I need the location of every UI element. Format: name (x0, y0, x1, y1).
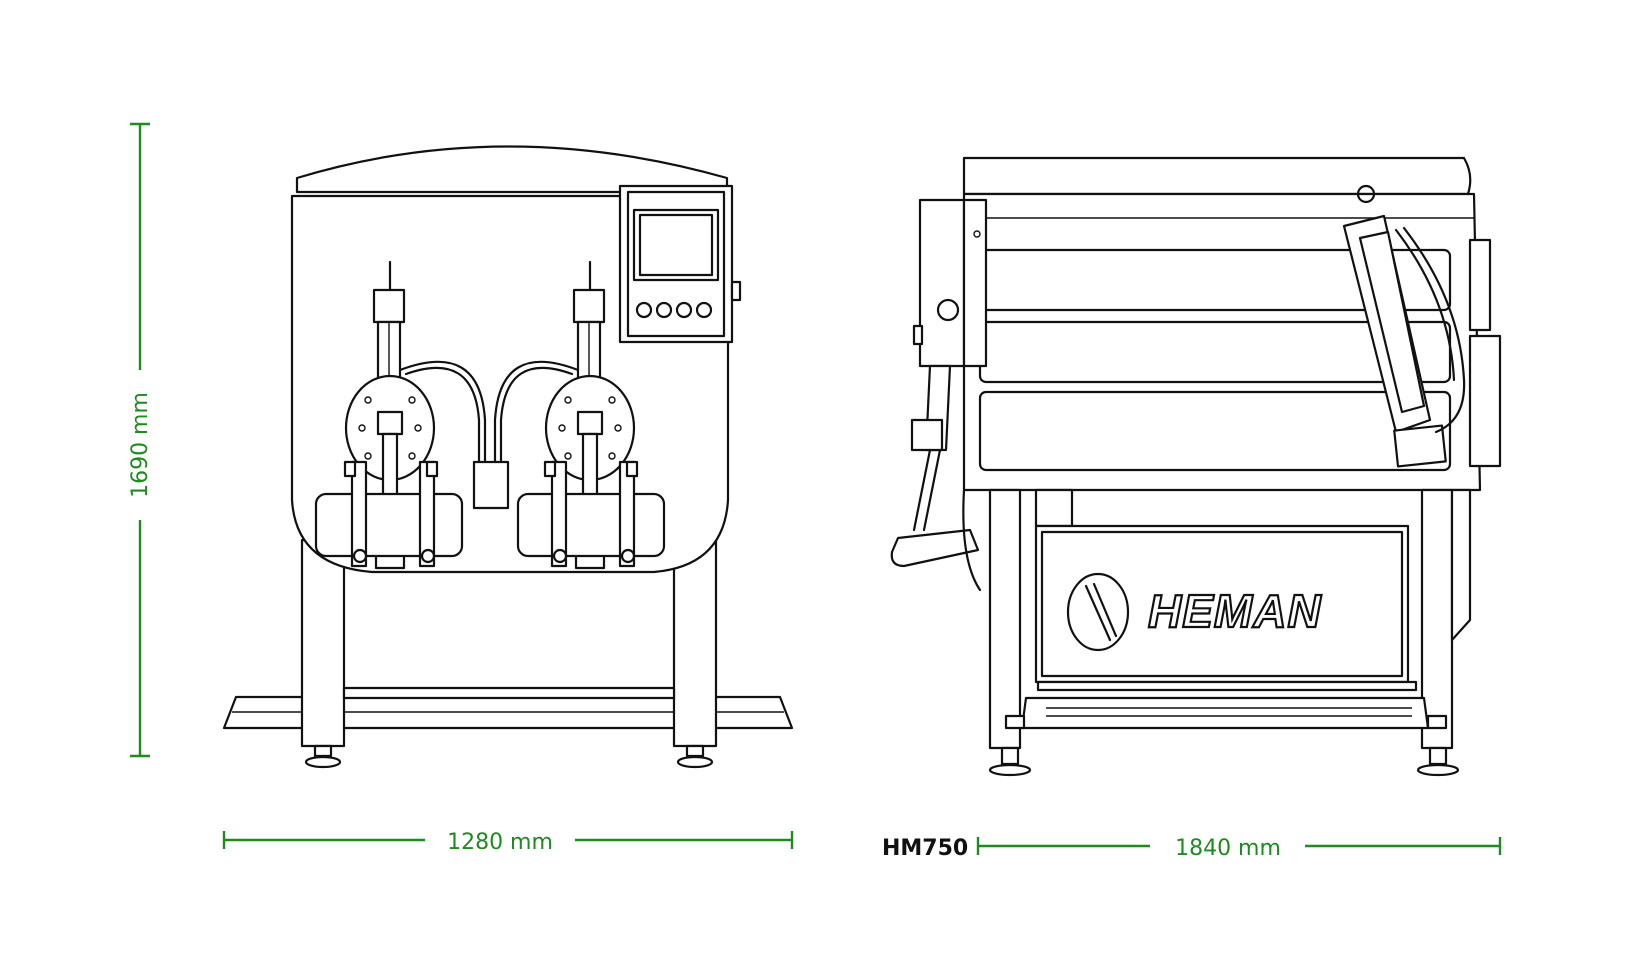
heman-logo: HEMAN (1066, 572, 1322, 652)
front-right-valve (516, 260, 666, 570)
front-left-valve (314, 260, 464, 570)
side-view: HEMAN (890, 156, 1502, 777)
side-tilt-cylinder (1342, 184, 1466, 468)
side-width-dimension: 1840 mm (976, 836, 1502, 861)
brand-label: HEMAN (1148, 585, 1322, 637)
front-width-dimension: 1280 mm (222, 830, 794, 855)
front-view (222, 145, 794, 769)
model-label: HM750 (882, 836, 968, 861)
height-dimension: 1690 mm (128, 122, 153, 758)
front-width-label: 1280 mm (447, 830, 553, 855)
side-width-label: 1840 mm (1175, 836, 1281, 861)
height-label: 1690 mm (128, 392, 153, 498)
